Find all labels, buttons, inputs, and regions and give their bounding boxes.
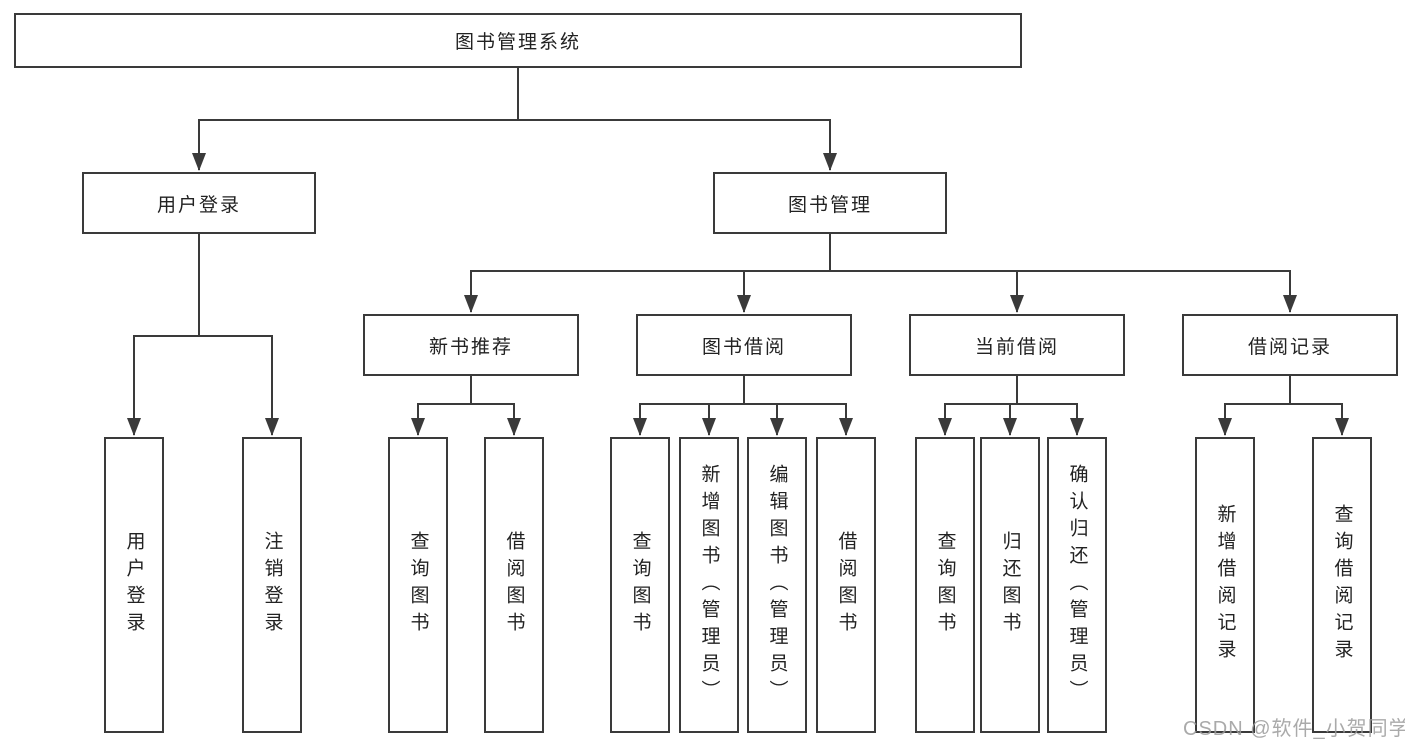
leaf-confirm-return-admin: 确认归还（管理员）	[1047, 437, 1107, 733]
leaf-add-book-admin: 新增图书（管理员）	[679, 437, 739, 733]
leaf-query-borrow-record: 查询借阅记录	[1312, 437, 1372, 733]
node-book-borrow: 图书借阅	[636, 314, 852, 376]
csdn-watermark: CSDN @软件_小贺同学	[1183, 718, 1405, 740]
leaf-return-books: 归还图书	[980, 437, 1040, 733]
leaf-borrow-books-2: 借阅图书	[816, 437, 876, 733]
leaf-edit-book-admin: 编辑图书（管理员）	[747, 437, 807, 733]
node-new-book-recommend: 新书推荐	[363, 314, 579, 376]
leaf-user-login: 用户登录	[104, 437, 164, 733]
node-borrow-records: 借阅记录	[1182, 314, 1398, 376]
node-current-borrow: 当前借阅	[909, 314, 1125, 376]
leaf-query-books-2: 查询图书	[610, 437, 670, 733]
leaf-query-books-3: 查询图书	[915, 437, 975, 733]
leaf-query-books: 查询图书	[388, 437, 448, 733]
leaf-logout-login: 注销登录	[242, 437, 302, 733]
node-user-login: 用户登录	[82, 172, 316, 234]
node-library-management-system: 图书管理系统	[14, 13, 1022, 68]
leaf-add-borrow-record: 新增借阅记录	[1195, 437, 1255, 733]
leaf-borrow-books: 借阅图书	[484, 437, 544, 733]
node-book-management: 图书管理	[713, 172, 947, 234]
